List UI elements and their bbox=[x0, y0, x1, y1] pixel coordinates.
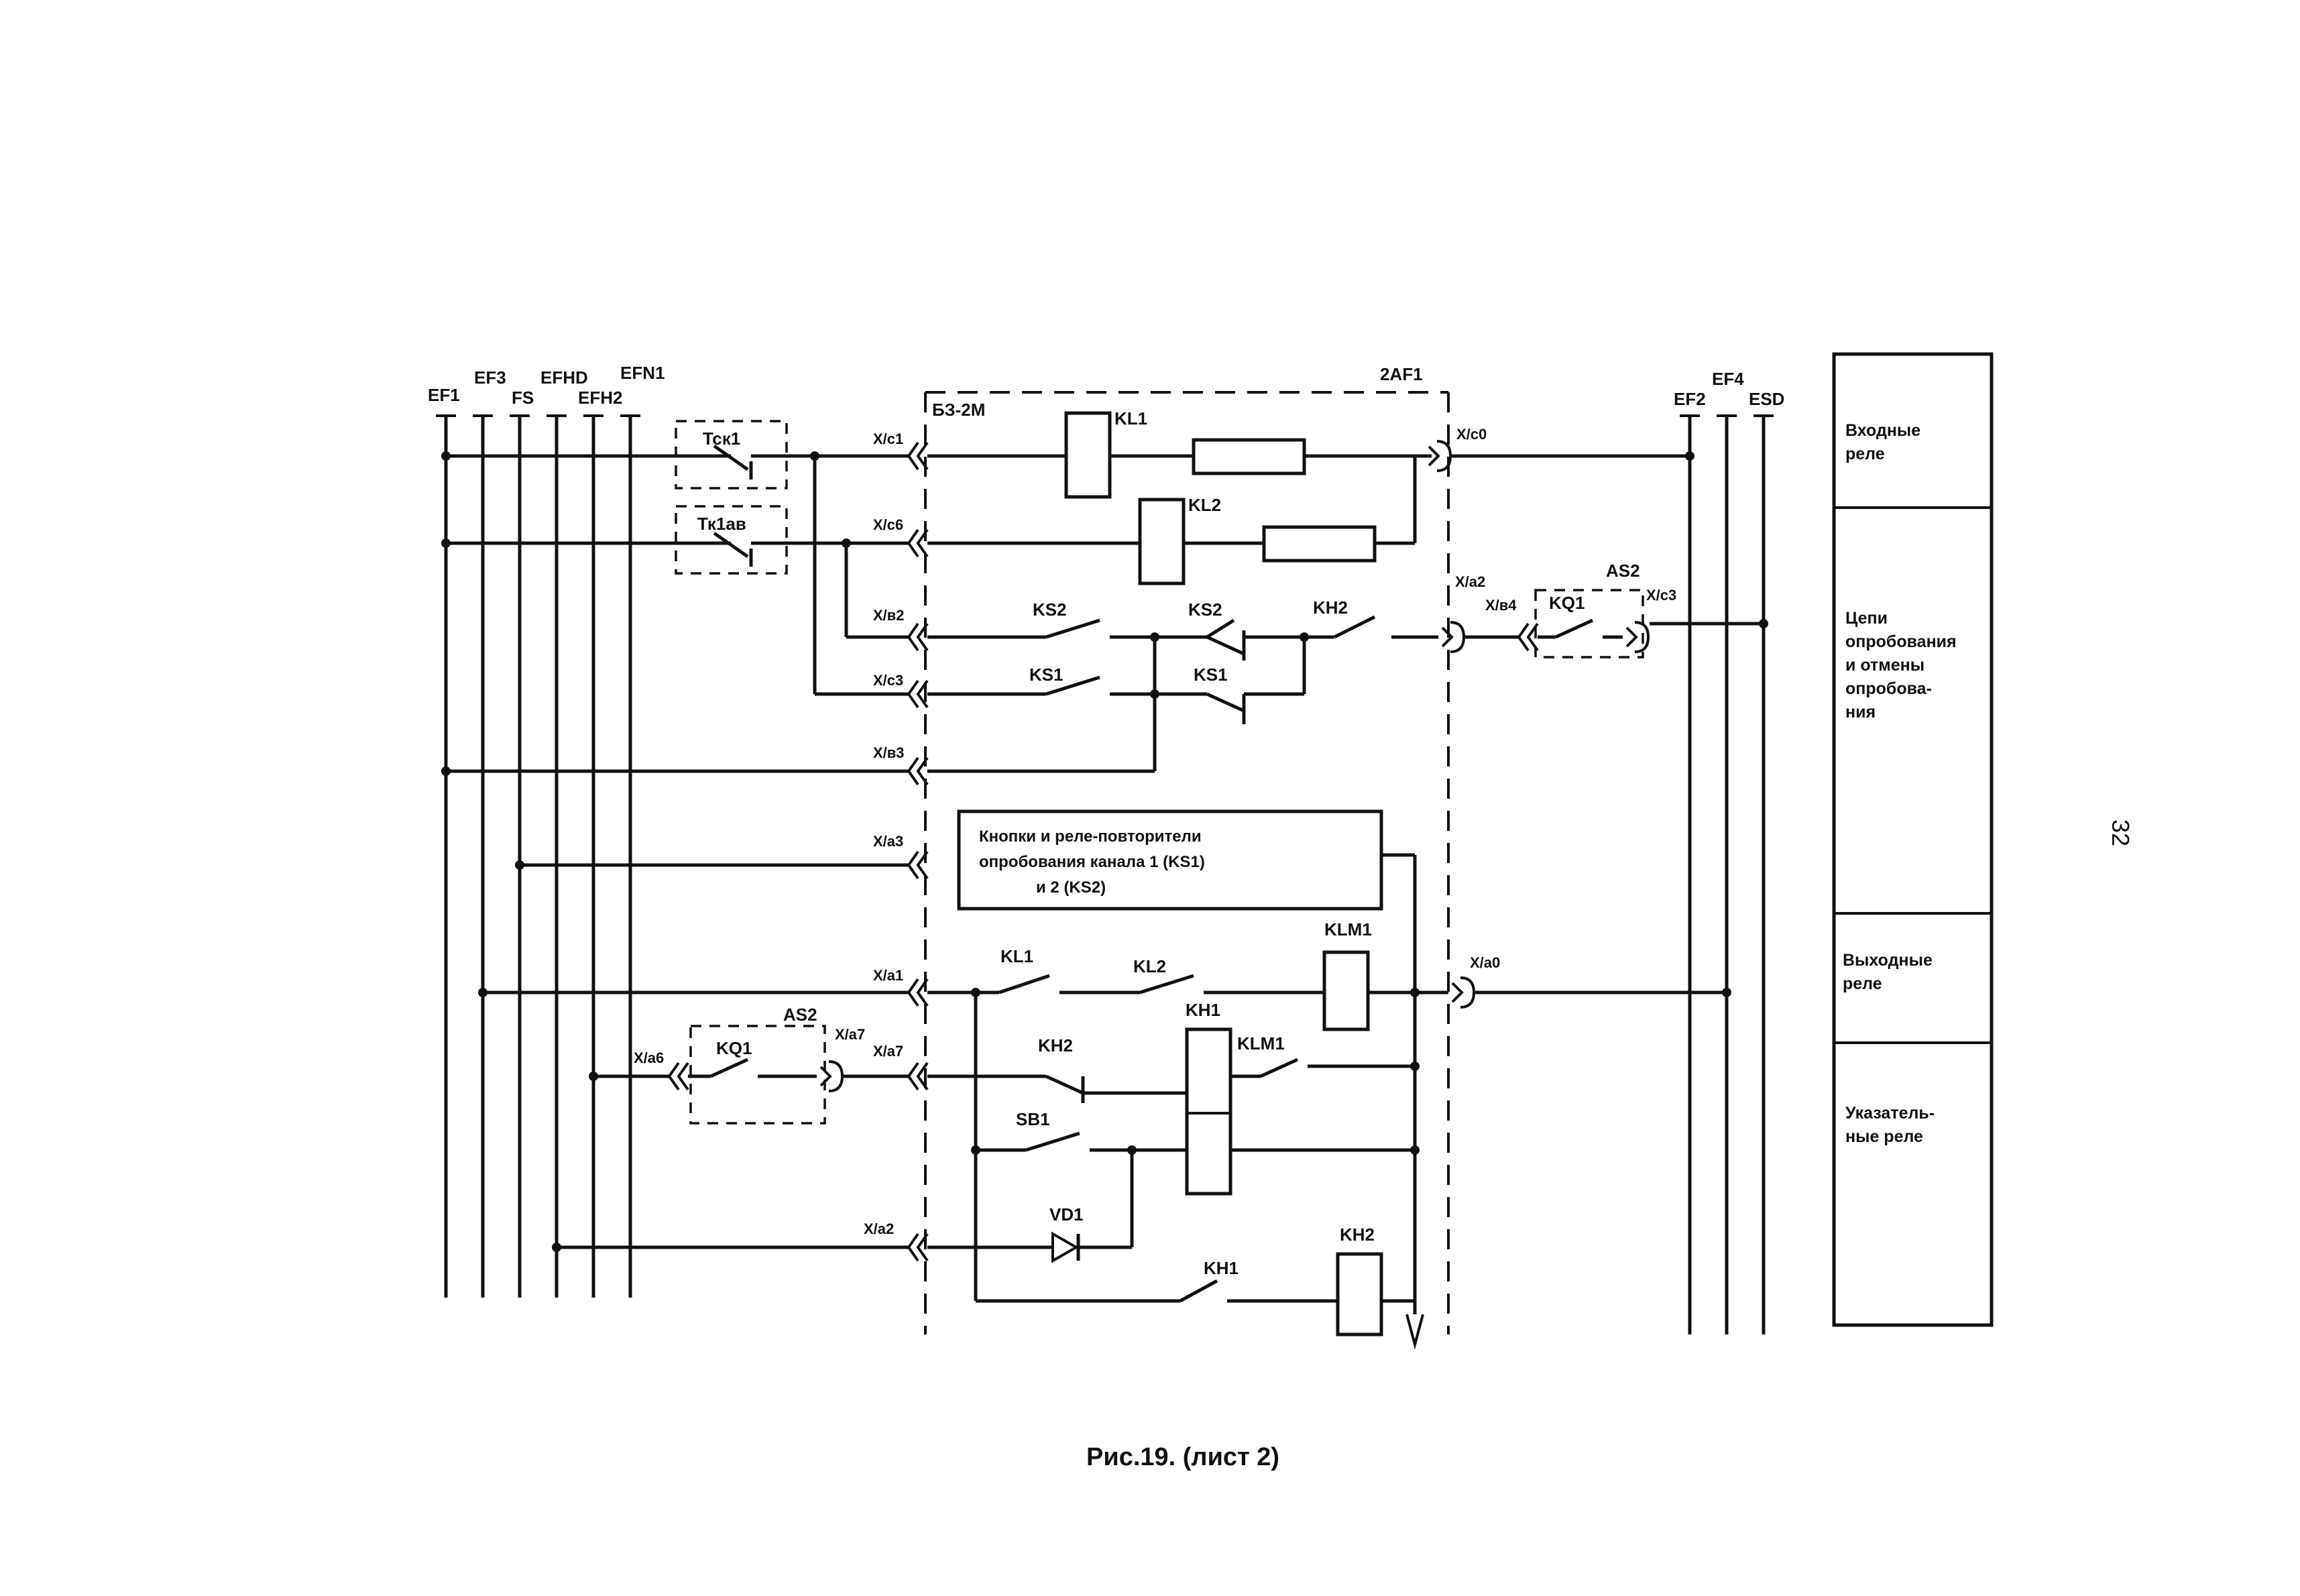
row-tsk1-kl1 bbox=[441, 411, 1694, 543]
side-table bbox=[1832, 352, 1994, 1327]
conn-b2-label: X/в2 bbox=[873, 607, 905, 624]
unit-type: БЗ-2М bbox=[932, 400, 985, 420]
row-ks2 bbox=[844, 543, 1768, 661]
row-vd1 bbox=[552, 1231, 1132, 1263]
conn-a2-label: X/a2 bbox=[864, 1220, 894, 1237]
conn-b4-label: X/в4 bbox=[1485, 597, 1517, 614]
kl1-c-label: KL1 bbox=[1000, 946, 1033, 966]
row-tk1av-kl2 bbox=[441, 498, 1415, 585]
bus-label-ef2: EF2 bbox=[1674, 389, 1706, 409]
bus-label-efh2: EFH2 bbox=[578, 388, 622, 408]
vd1-label: VD1 bbox=[1049, 1204, 1084, 1224]
bus-label-ef3: EF3 bbox=[474, 367, 506, 388]
kh1-c-label: KH1 bbox=[1204, 1258, 1239, 1278]
right-bus-bars bbox=[1680, 414, 1774, 1334]
bus-label-efn1: EFN1 bbox=[620, 363, 665, 383]
side-row-output-relays: Выходные реле bbox=[1843, 951, 1937, 993]
note-line-2: опробования канала 1 (KS1) bbox=[979, 853, 1205, 871]
conn-a7-label: X/a7 bbox=[873, 1043, 903, 1060]
conn-c3r-label: X/c3 bbox=[1646, 587, 1676, 604]
kh2-top-label: KH2 bbox=[1313, 597, 1348, 618]
tk1av-label: Тк1ав bbox=[697, 514, 746, 534]
conn-a0-label: X/a0 bbox=[1470, 954, 1500, 971]
conn-c1-label: X/c1 bbox=[873, 431, 903, 447]
bus-label-ef1: EF1 bbox=[428, 385, 460, 405]
conn-a7b-label: X/a7 bbox=[835, 1026, 865, 1043]
kq1-top-label: KQ1 bbox=[1549, 593, 1585, 613]
figure-caption: Рис.19. (лист 2) bbox=[1086, 1443, 1279, 1471]
bus-label-ef4: EF4 bbox=[1712, 369, 1744, 389]
conn-a3-label: X/a3 bbox=[873, 833, 903, 850]
kh1-label: KH1 bbox=[1186, 1000, 1220, 1020]
kh2-coil-label: KH2 bbox=[1340, 1224, 1375, 1245]
kq1-bot-label: KQ1 bbox=[716, 1038, 752, 1058]
conn-c3-label: X/c3 bbox=[873, 672, 903, 689]
unit-name: 2AF1 bbox=[1380, 364, 1423, 384]
as2-bot-label: AS2 bbox=[783, 1005, 817, 1025]
kl2-c-label: KL2 bbox=[1133, 956, 1166, 976]
bus-label-esd: ESD bbox=[1749, 389, 1784, 409]
note-line-1: Кнопки и реле-повторители bbox=[979, 828, 1202, 846]
kh2-c-label: KH2 bbox=[1038, 1035, 1073, 1056]
klm1-c-label: KLM1 bbox=[1237, 1033, 1285, 1053]
unit-frame bbox=[924, 391, 1450, 1334]
bus-label-efhd: EFHD bbox=[540, 367, 588, 388]
note-line-3: и 2 (KS2) bbox=[1036, 878, 1106, 897]
row-klm1 bbox=[478, 950, 1731, 1301]
conn-b3-label: X/в3 bbox=[873, 744, 905, 761]
row-kq1-kh1 bbox=[589, 1025, 1420, 1196]
row-a3 bbox=[515, 809, 1424, 1350]
page-number: 32 bbox=[2107, 819, 2134, 846]
ks1-b-label: KS1 bbox=[1194, 665, 1228, 685]
conn-c6-label: X/c6 bbox=[873, 516, 903, 533]
row-kh2-coil bbox=[976, 1252, 1415, 1336]
ks1-a-label: KS1 bbox=[1029, 665, 1063, 685]
bus-label-fs: FS bbox=[512, 388, 534, 408]
side-row-test-circuits: Цепи опробования и отмены опробова- ния bbox=[1845, 609, 1961, 722]
conn-c0-label: X/c0 bbox=[1456, 426, 1487, 443]
row-b3 bbox=[441, 756, 1155, 786]
row-ks1 bbox=[813, 456, 1306, 771]
side-row-indicator-relays: Указатель- ные реле bbox=[1845, 1104, 1939, 1146]
tsk1-label: Тск1 bbox=[703, 429, 740, 449]
as2-top-label: AS2 bbox=[1606, 561, 1640, 581]
side-row-input-relays: Входные реле bbox=[1845, 421, 1925, 463]
left-bus-bars bbox=[436, 414, 640, 1298]
row-sb1 bbox=[971, 1131, 1420, 1247]
conn-a1-label: X/a1 bbox=[873, 967, 903, 984]
klm1-label: KLM1 bbox=[1324, 919, 1372, 939]
ks2-a-label: KS2 bbox=[1033, 600, 1067, 620]
kl2-label: KL2 bbox=[1188, 495, 1221, 515]
sb1-label: SB1 bbox=[1016, 1109, 1050, 1129]
ks2-b-label: KS2 bbox=[1188, 600, 1222, 620]
kl1-label: KL1 bbox=[1114, 408, 1147, 429]
conn-a2r-label: X/a2 bbox=[1455, 573, 1485, 590]
conn-a6-label: X/a6 bbox=[634, 1049, 664, 1066]
